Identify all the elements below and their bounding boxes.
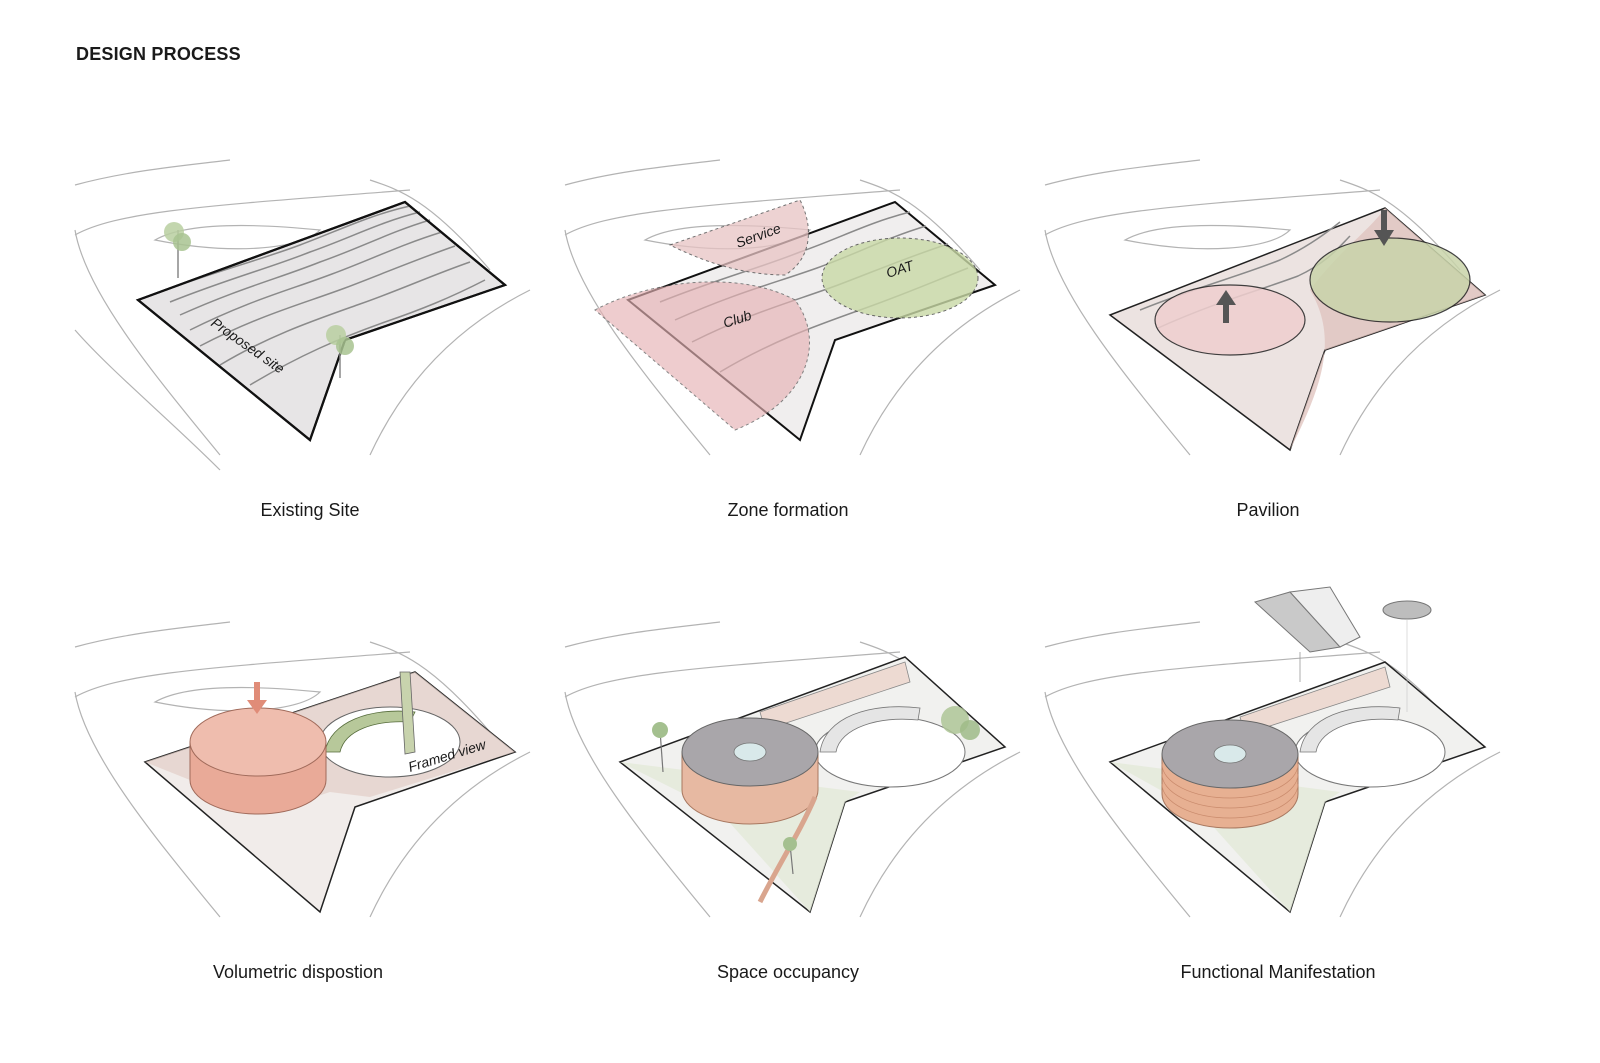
caption-existing-site: Existing Site xyxy=(260,500,360,520)
oat-pavilion xyxy=(1309,237,1471,323)
amphitheatre-seating xyxy=(819,706,921,753)
context-lines xyxy=(74,159,531,471)
panel-pavilion: Pavilion xyxy=(1040,150,1510,520)
club-zone xyxy=(594,281,810,431)
panel-space-occupancy: Space occupancy xyxy=(560,612,1030,982)
caption-zone-formation: Zone formation xyxy=(727,500,849,520)
caption-pavilion: Pavilion xyxy=(1236,500,1300,520)
oat-zone xyxy=(821,237,979,319)
context-lines xyxy=(564,621,1021,918)
existing-site-diagram: Proposed site xyxy=(74,159,531,471)
panel-functional: Functional Manifestation xyxy=(1040,586,1510,982)
tree-icon xyxy=(164,222,191,278)
palm-icon xyxy=(783,837,797,875)
caption-space-occupancy: Space occupancy xyxy=(716,962,860,982)
arrow-down-icon xyxy=(247,682,267,714)
tree-icon xyxy=(326,325,354,378)
functional-diagram xyxy=(1044,586,1501,918)
site-contours xyxy=(159,205,486,386)
amphitheatre-seating xyxy=(1299,706,1401,753)
panel-volumetric: Framed view Volumetric dispostion xyxy=(70,612,540,982)
oat-canopy xyxy=(1382,600,1432,712)
context-lines xyxy=(564,159,1021,456)
space-occupancy-diagram xyxy=(564,621,1021,918)
caption-functional: Functional Manifestation xyxy=(1180,962,1376,982)
tree-icon xyxy=(941,706,980,740)
framed-view-wall xyxy=(399,671,416,755)
club-pavilion xyxy=(1154,284,1306,356)
caption-volumetric: Volumetric dispostion xyxy=(212,962,384,982)
panel-zone-formation: Service Club OAT Zone formation xyxy=(560,150,1030,520)
club-volume xyxy=(189,707,327,815)
club-volume xyxy=(1161,719,1299,829)
volumetric-diagram: Framed view xyxy=(74,621,531,918)
arrow-up-icon xyxy=(1216,290,1236,323)
pavilion-diagram xyxy=(1044,159,1501,456)
service-zone xyxy=(668,199,809,276)
panel-existing-site: Proposed site Existing Site xyxy=(70,150,540,520)
zone-formation-diagram: Service Club OAT xyxy=(564,159,1021,456)
club-volume xyxy=(681,717,819,825)
palm-icon xyxy=(652,722,668,773)
page-title: DESIGN PROCESS xyxy=(76,44,241,64)
arrow-down-icon xyxy=(1374,210,1394,246)
canopy-roof xyxy=(1253,586,1361,682)
context-lines xyxy=(74,621,531,918)
